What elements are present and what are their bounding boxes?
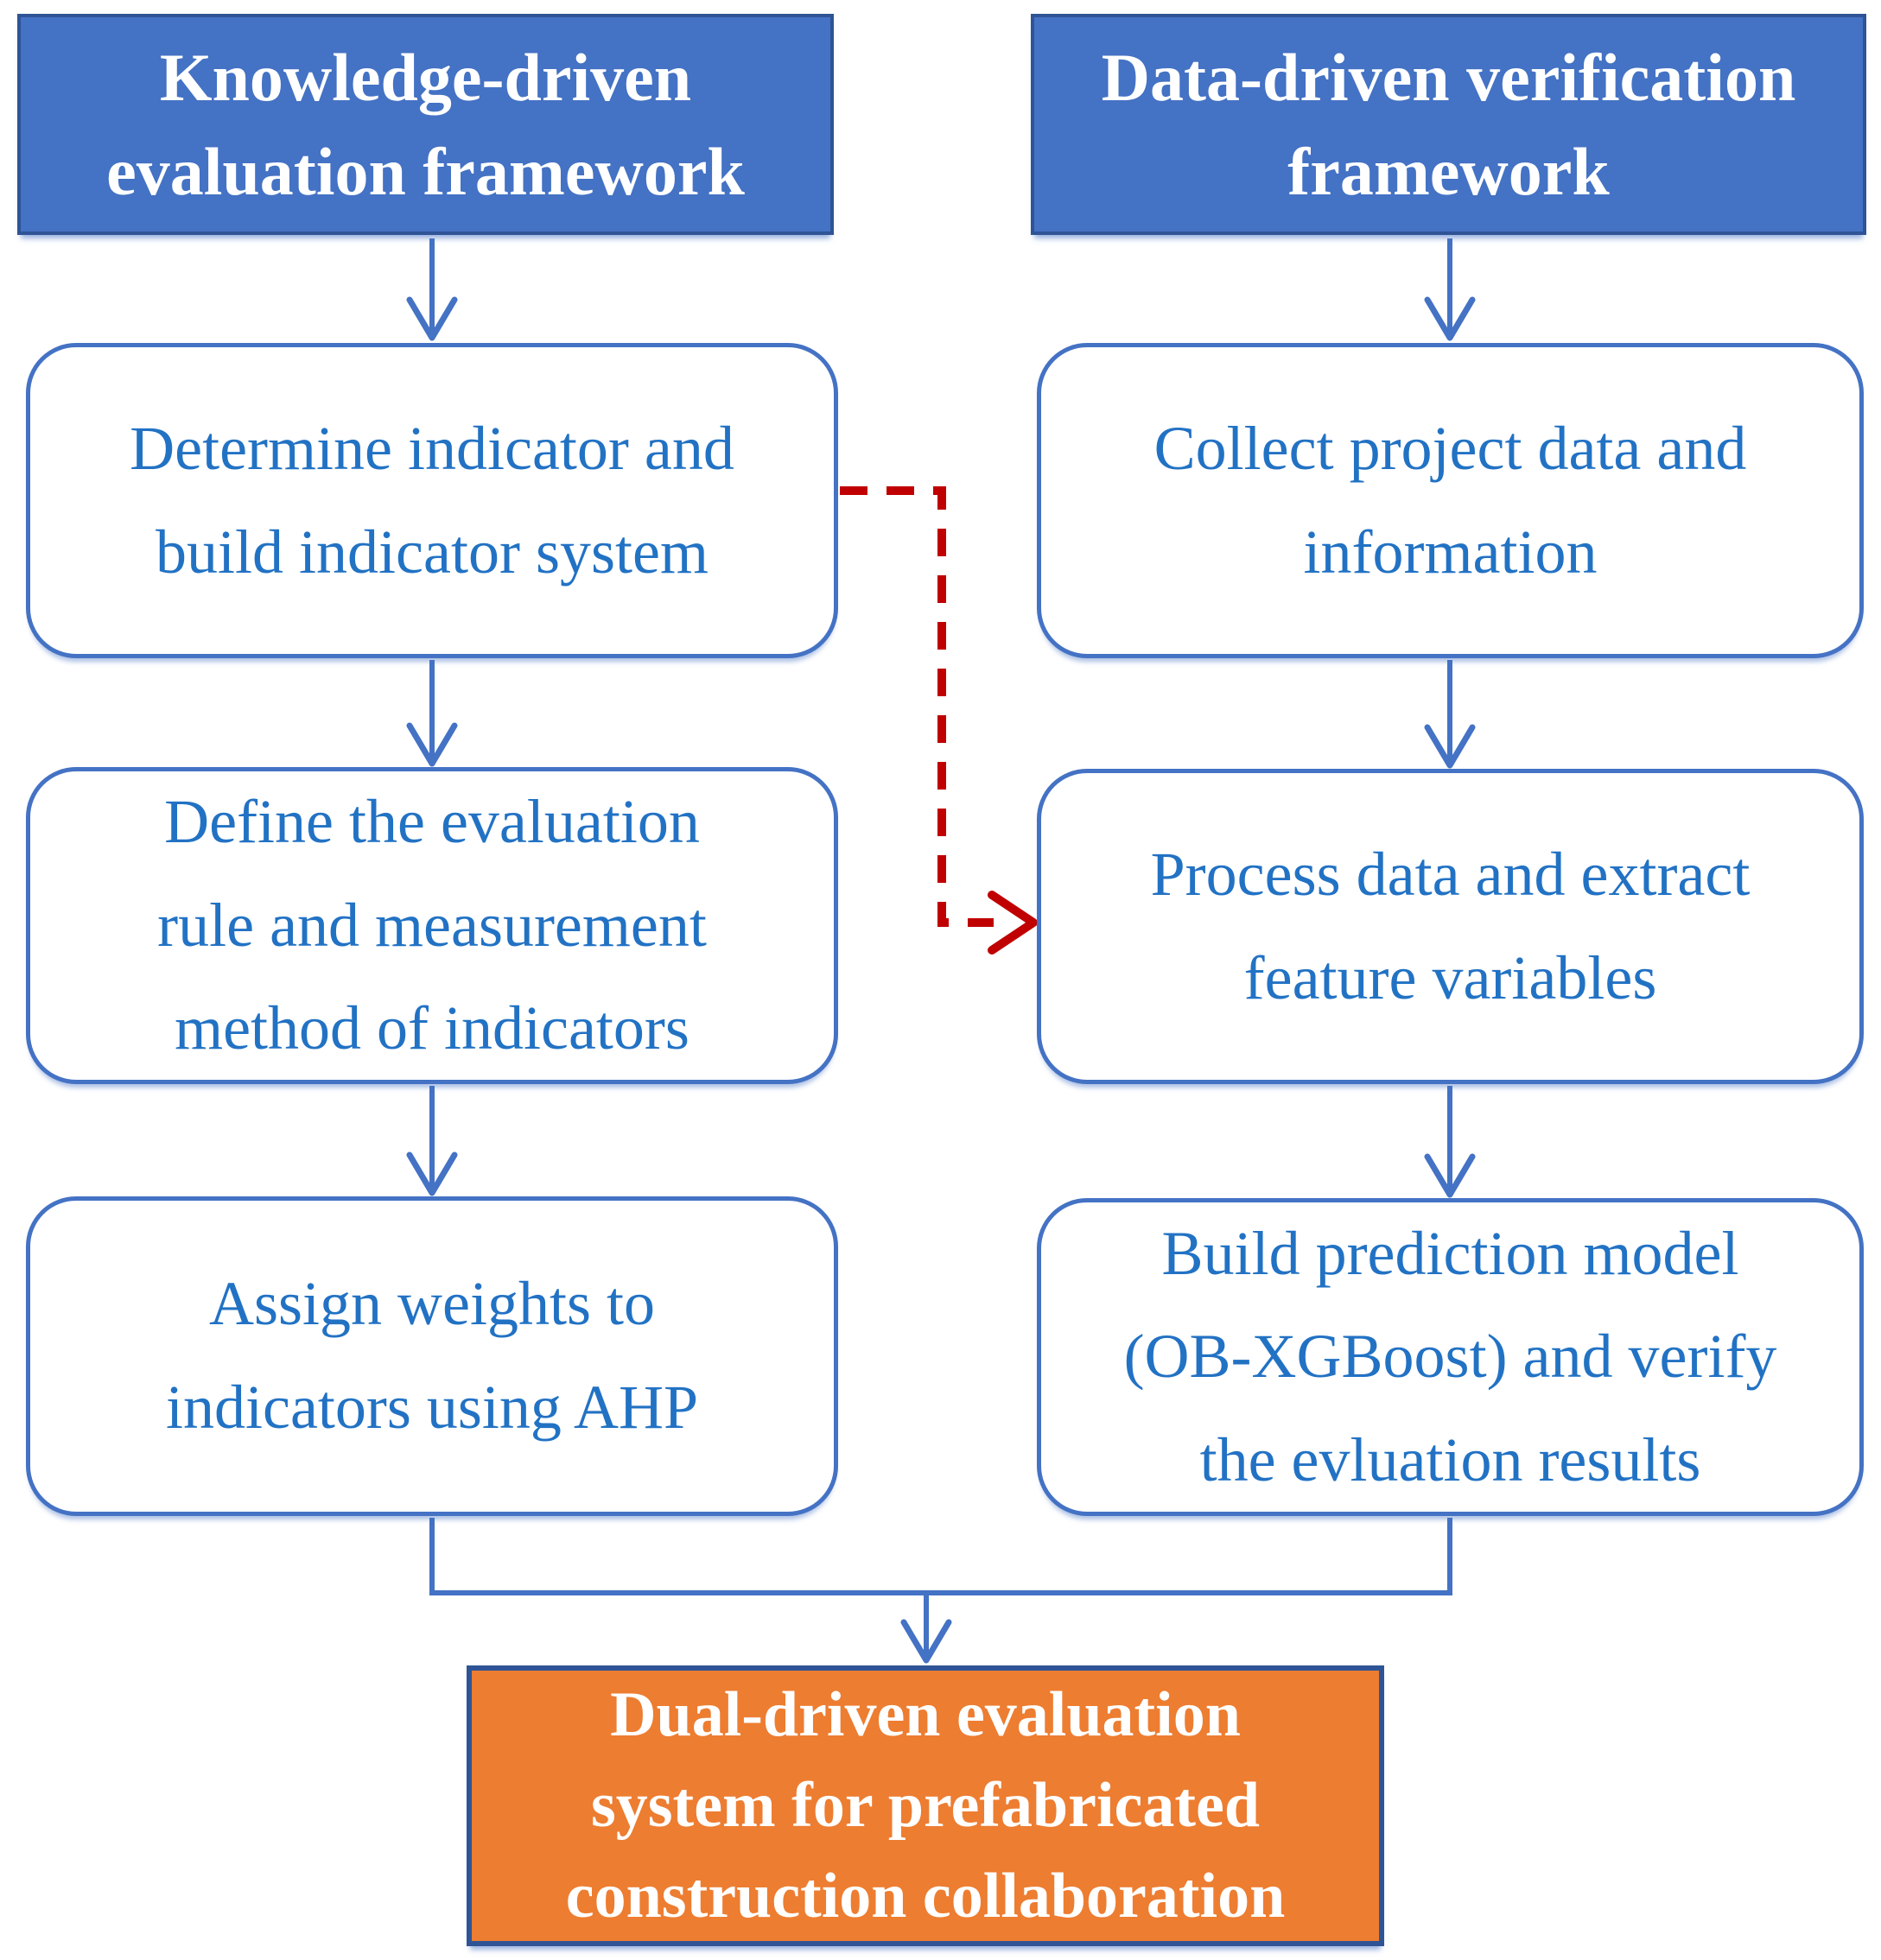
box-assign-weights-ahp: Assign weights to indicators using AHP [26, 1196, 838, 1516]
header-line: Data-driven verification [1101, 39, 1796, 115]
header-line: evaluation framework [106, 134, 745, 209]
box-determine-indicator: Determine indicator and build indicator … [26, 343, 838, 658]
arrow-left-header-to-step1 [406, 238, 458, 341]
result-text-line: Dual-driven evaluation [610, 1678, 1241, 1750]
box-define-evaluation-rule: Define the evaluation rule and measureme… [26, 767, 838, 1084]
box-text-line: feature variables [1243, 942, 1657, 1012]
box-text-line: indicators using AHP [165, 1373, 698, 1442]
box-text-line: method of indicators [175, 993, 689, 1063]
arrow-right-step2-to-step3 [1424, 1086, 1476, 1198]
arrow-right-header-to-step1 [1424, 238, 1476, 341]
box-text-line: information [1303, 517, 1598, 587]
box-text-line: Build prediction model [1161, 1218, 1739, 1288]
result-text-line: construction collaboration [565, 1861, 1286, 1932]
box-text-line: Assign weights to [208, 1269, 656, 1339]
box-text-line: Collect project data and [1153, 413, 1747, 483]
result-text-line: system for prefabricated [590, 1769, 1261, 1841]
box-dual-driven-evaluation-system: Dual-driven evaluation system for prefab… [467, 1665, 1384, 1946]
header-line: framework [1287, 134, 1610, 209]
arrow-left-step1-to-step2 [406, 660, 458, 767]
box-text-line: Process data and extract [1150, 839, 1751, 909]
header-data-driven-framework: Data-driven verification framework [1031, 14, 1866, 235]
arrow-right-step1-to-step2 [1424, 660, 1476, 769]
box-build-prediction-model: Build prediction model (OB-XGBoost) and … [1037, 1198, 1864, 1516]
box-text-line: Determine indicator and [130, 413, 734, 483]
box-process-data-extract-features: Process data and extract feature variabl… [1037, 769, 1864, 1084]
box-text-line: Define the evaluation [164, 787, 700, 857]
box-text-line: rule and measurement [157, 890, 707, 960]
header-line: Knowledge-driven [159, 39, 692, 115]
merge-connector-to-result [429, 1518, 1452, 1664]
box-text-line: (OB-XGBoost) and verify [1123, 1322, 1777, 1392]
dashed-arrow-indicator-to-process [840, 486, 1038, 955]
box-collect-project-data: Collect project data and information [1037, 343, 1864, 658]
box-text-line: build indicator system [156, 517, 709, 587]
box-text-line: the evluation results [1199, 1424, 1701, 1494]
header-knowledge-driven-framework: Knowledge-driven evaluation framework [17, 14, 834, 235]
arrow-left-step2-to-step3 [406, 1086, 458, 1196]
